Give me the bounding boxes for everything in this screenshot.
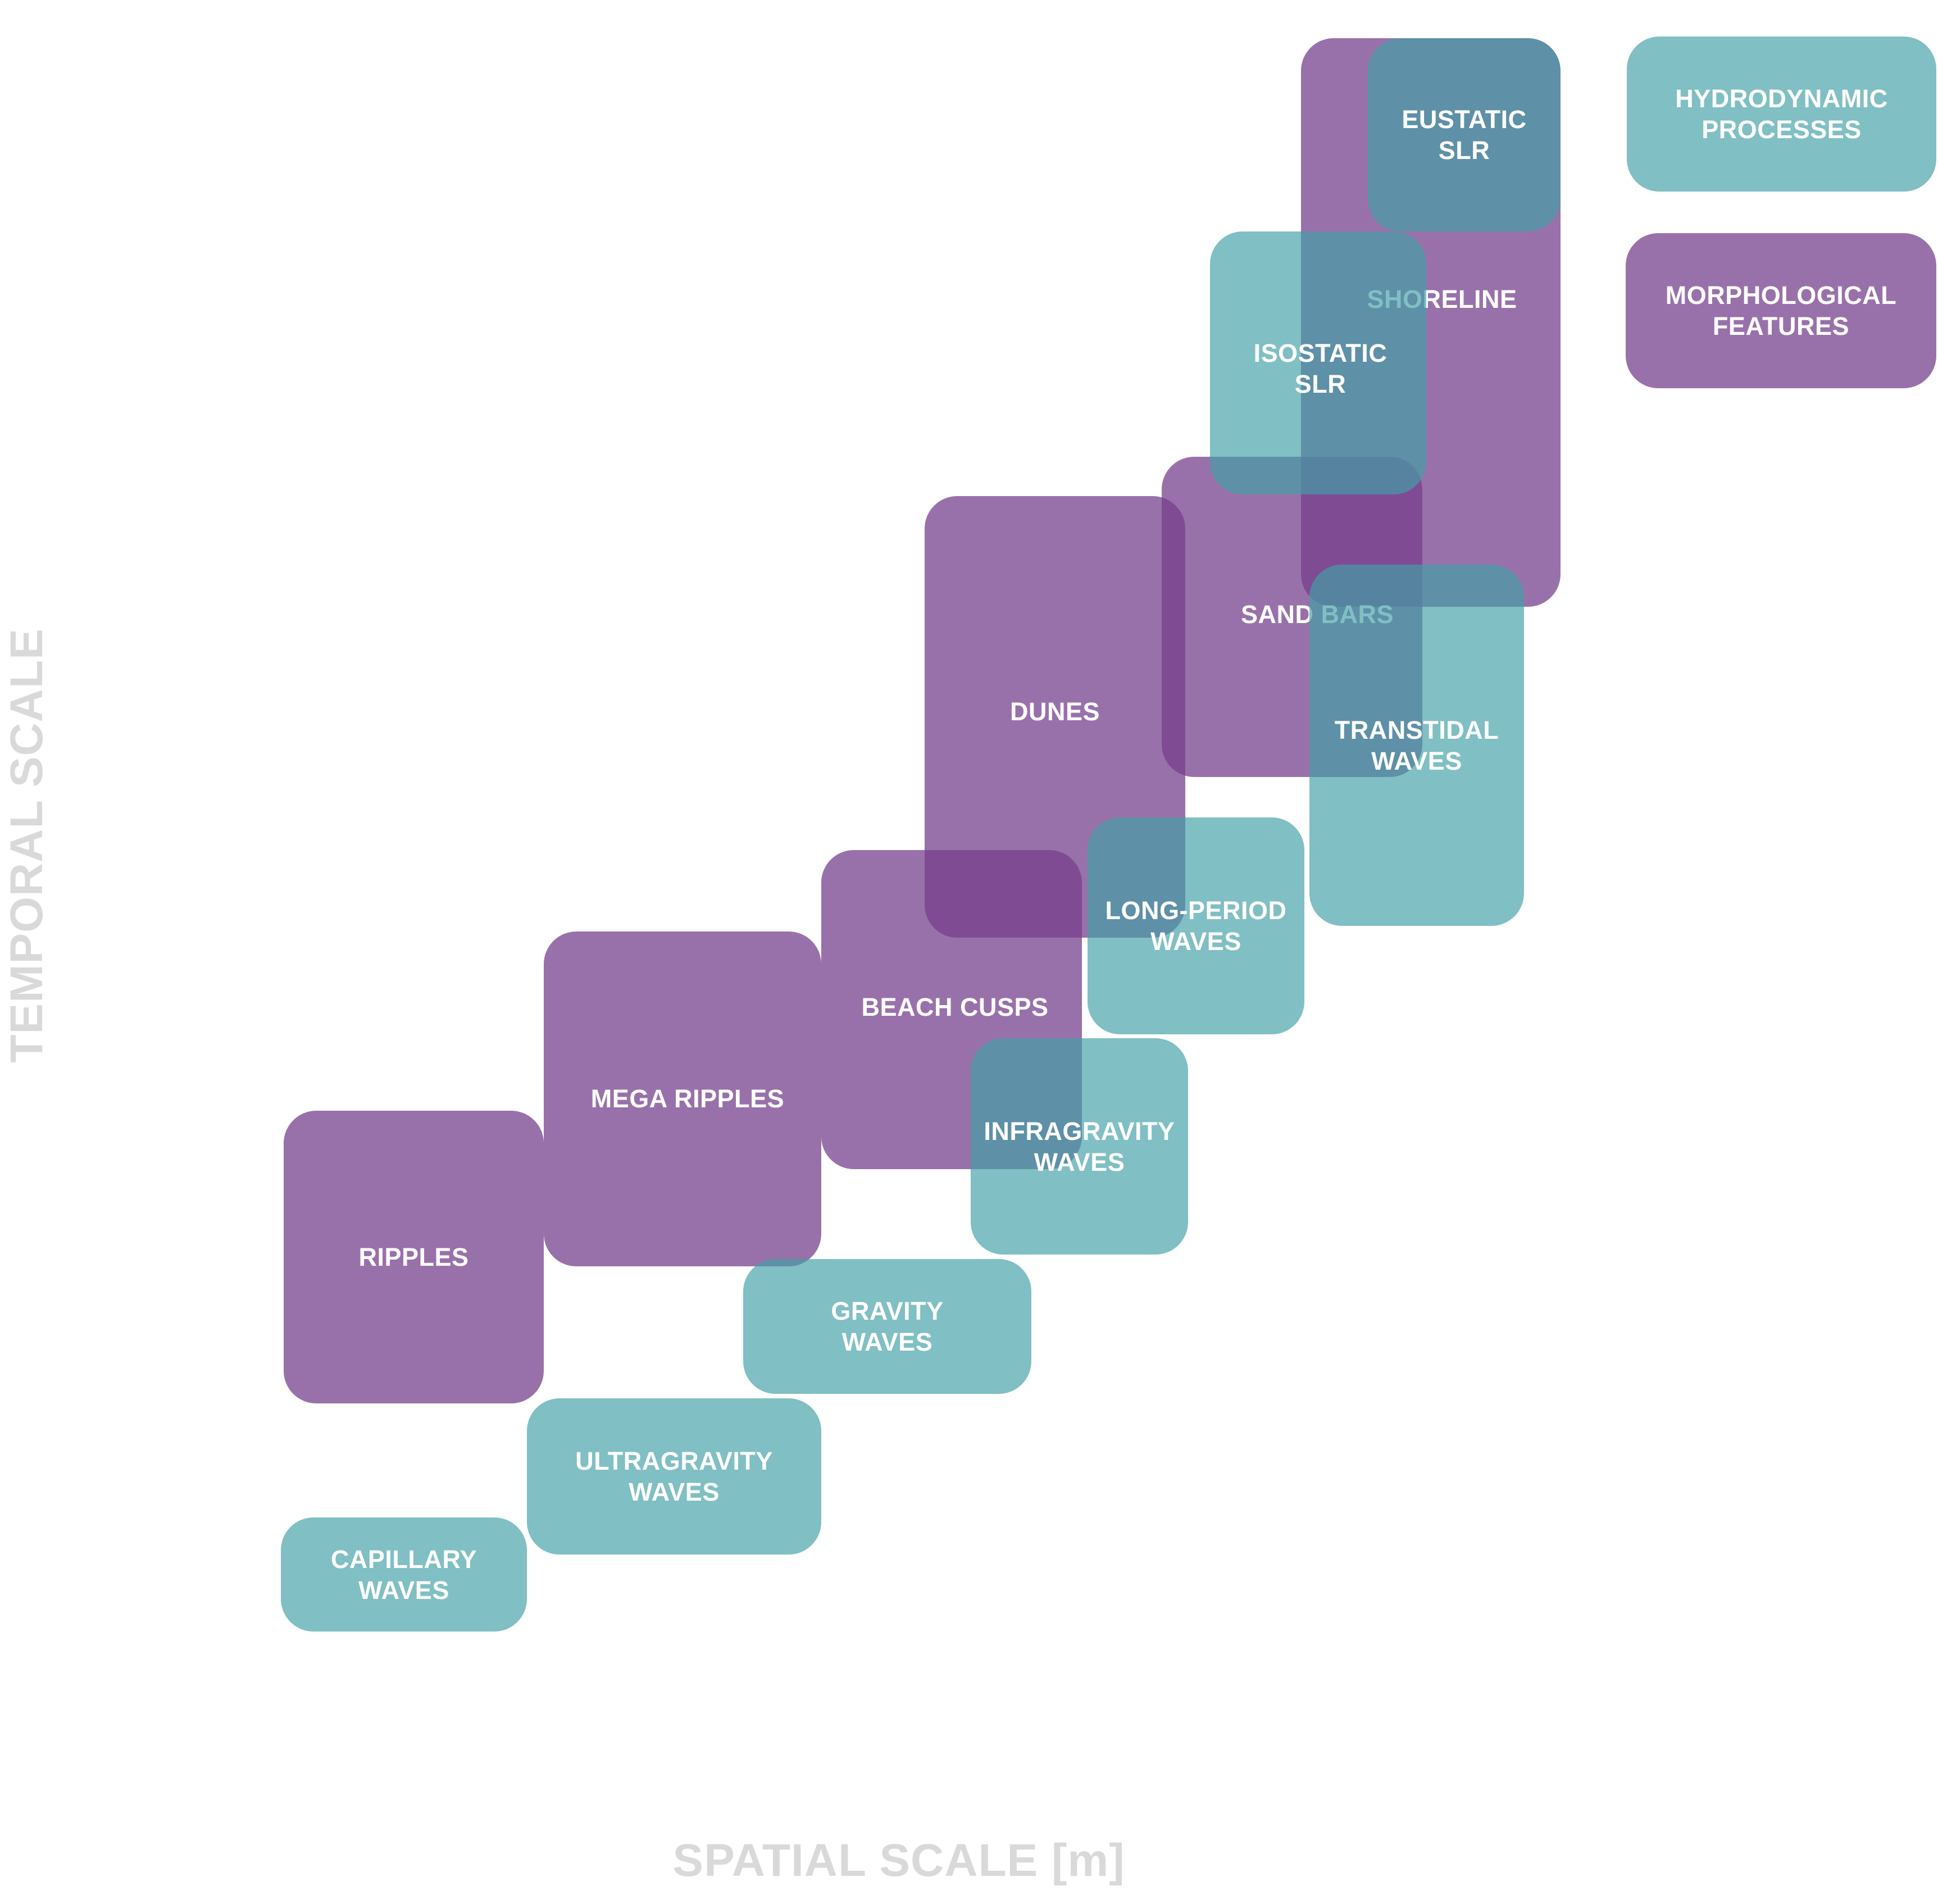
eustatic-slr-label: EUSTATIC SLR [1402,105,1527,165]
mega-ripples-box: MEGA RIPPLES [544,931,821,1266]
legend-hydrodynamic-label: HYDRODYNAMIC PROCESSES [1675,84,1888,144]
beach-cusps-label: BEACH CUSPS [861,992,1049,1021]
eustatic-slr-box: EUSTATIC SLR [1368,38,1561,231]
ultragravity-waves-label: ULTRAGRAVITY WAVES [575,1447,773,1506]
ripples-label: RIPPLES [358,1243,469,1271]
gravity-waves-label: GRAVITY WAVES [831,1297,944,1356]
y-axis-label: TEMPORAL SCALE [1,628,52,1063]
isostatic-slr-label: ISOSTATIC SLR [1253,339,1387,398]
infragravity-waves-label: INFRAGRAVITY WAVES [984,1116,1175,1176]
capillary-waves-box: CAPILLARY WAVES [281,1517,527,1632]
dunes-label: DUNES [1009,697,1100,726]
legend-morphological: MORPHOLOGICAL FEATURES [1626,233,1936,388]
long-period-waves-box: LONG-PERIOD WAVES [1088,817,1304,1034]
legend-morphological-label: MORPHOLOGICAL FEATURES [1665,281,1897,340]
gravity-waves-box: GRAVITY WAVES [743,1259,1031,1394]
mega-ripples-label: MEGA RIPPLES [590,1084,785,1113]
transtidal-waves-box: TRANSTIDAL WAVES [1309,565,1524,926]
capillary-waves-label: CAPILLARY WAVES [330,1544,477,1605]
infragravity-waves-box: INFRAGRAVITY WAVES [971,1038,1188,1255]
legend-hydrodynamic: HYDRODYNAMIC PROCESSES [1627,37,1936,192]
ultragravity-waves-box: ULTRAGRAVITY WAVES [527,1398,821,1555]
long-period-waves-label: LONG-PERIOD WAVES [1105,896,1287,956]
ripples-box: RIPPLES [284,1111,544,1403]
transtidal-waves-label: TRANSTIDAL WAVES [1334,715,1499,775]
isostatic-slr-box: ISOSTATIC SLR [1210,231,1426,494]
x-axis-label: SPATIAL SCALE [m] [672,1835,1125,1886]
